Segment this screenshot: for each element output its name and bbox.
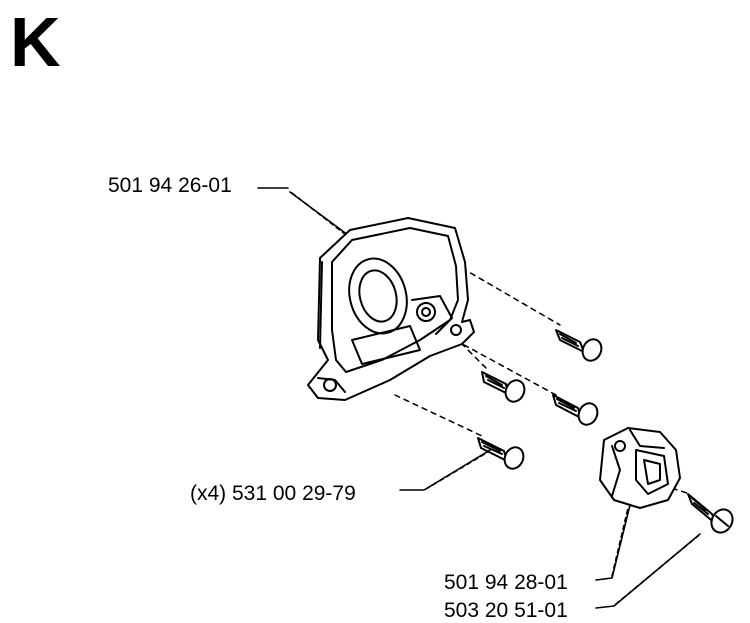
part-label-small-screw: 503 20 51-01 <box>444 599 568 622</box>
small-screw-part <box>687 493 734 534</box>
screw-1 <box>555 329 603 362</box>
leader-housing <box>257 187 353 239</box>
screw-2 <box>481 371 526 403</box>
part-label-housing: 501 94 26-01 <box>108 174 232 197</box>
section-letter: K <box>10 3 61 81</box>
housing-part <box>307 217 475 401</box>
part-label-clutch: 501 94 28-01 <box>444 571 568 594</box>
leader-screws <box>399 449 491 491</box>
screw-4 <box>477 437 525 470</box>
leader-lines <box>257 187 701 609</box>
part-label-screws: (x4) 531 00 29-79 <box>190 482 356 505</box>
clutch-part <box>599 427 681 509</box>
leader-clutch <box>595 504 631 581</box>
screw-3 <box>552 394 599 426</box>
leader-small-screw <box>595 533 701 609</box>
